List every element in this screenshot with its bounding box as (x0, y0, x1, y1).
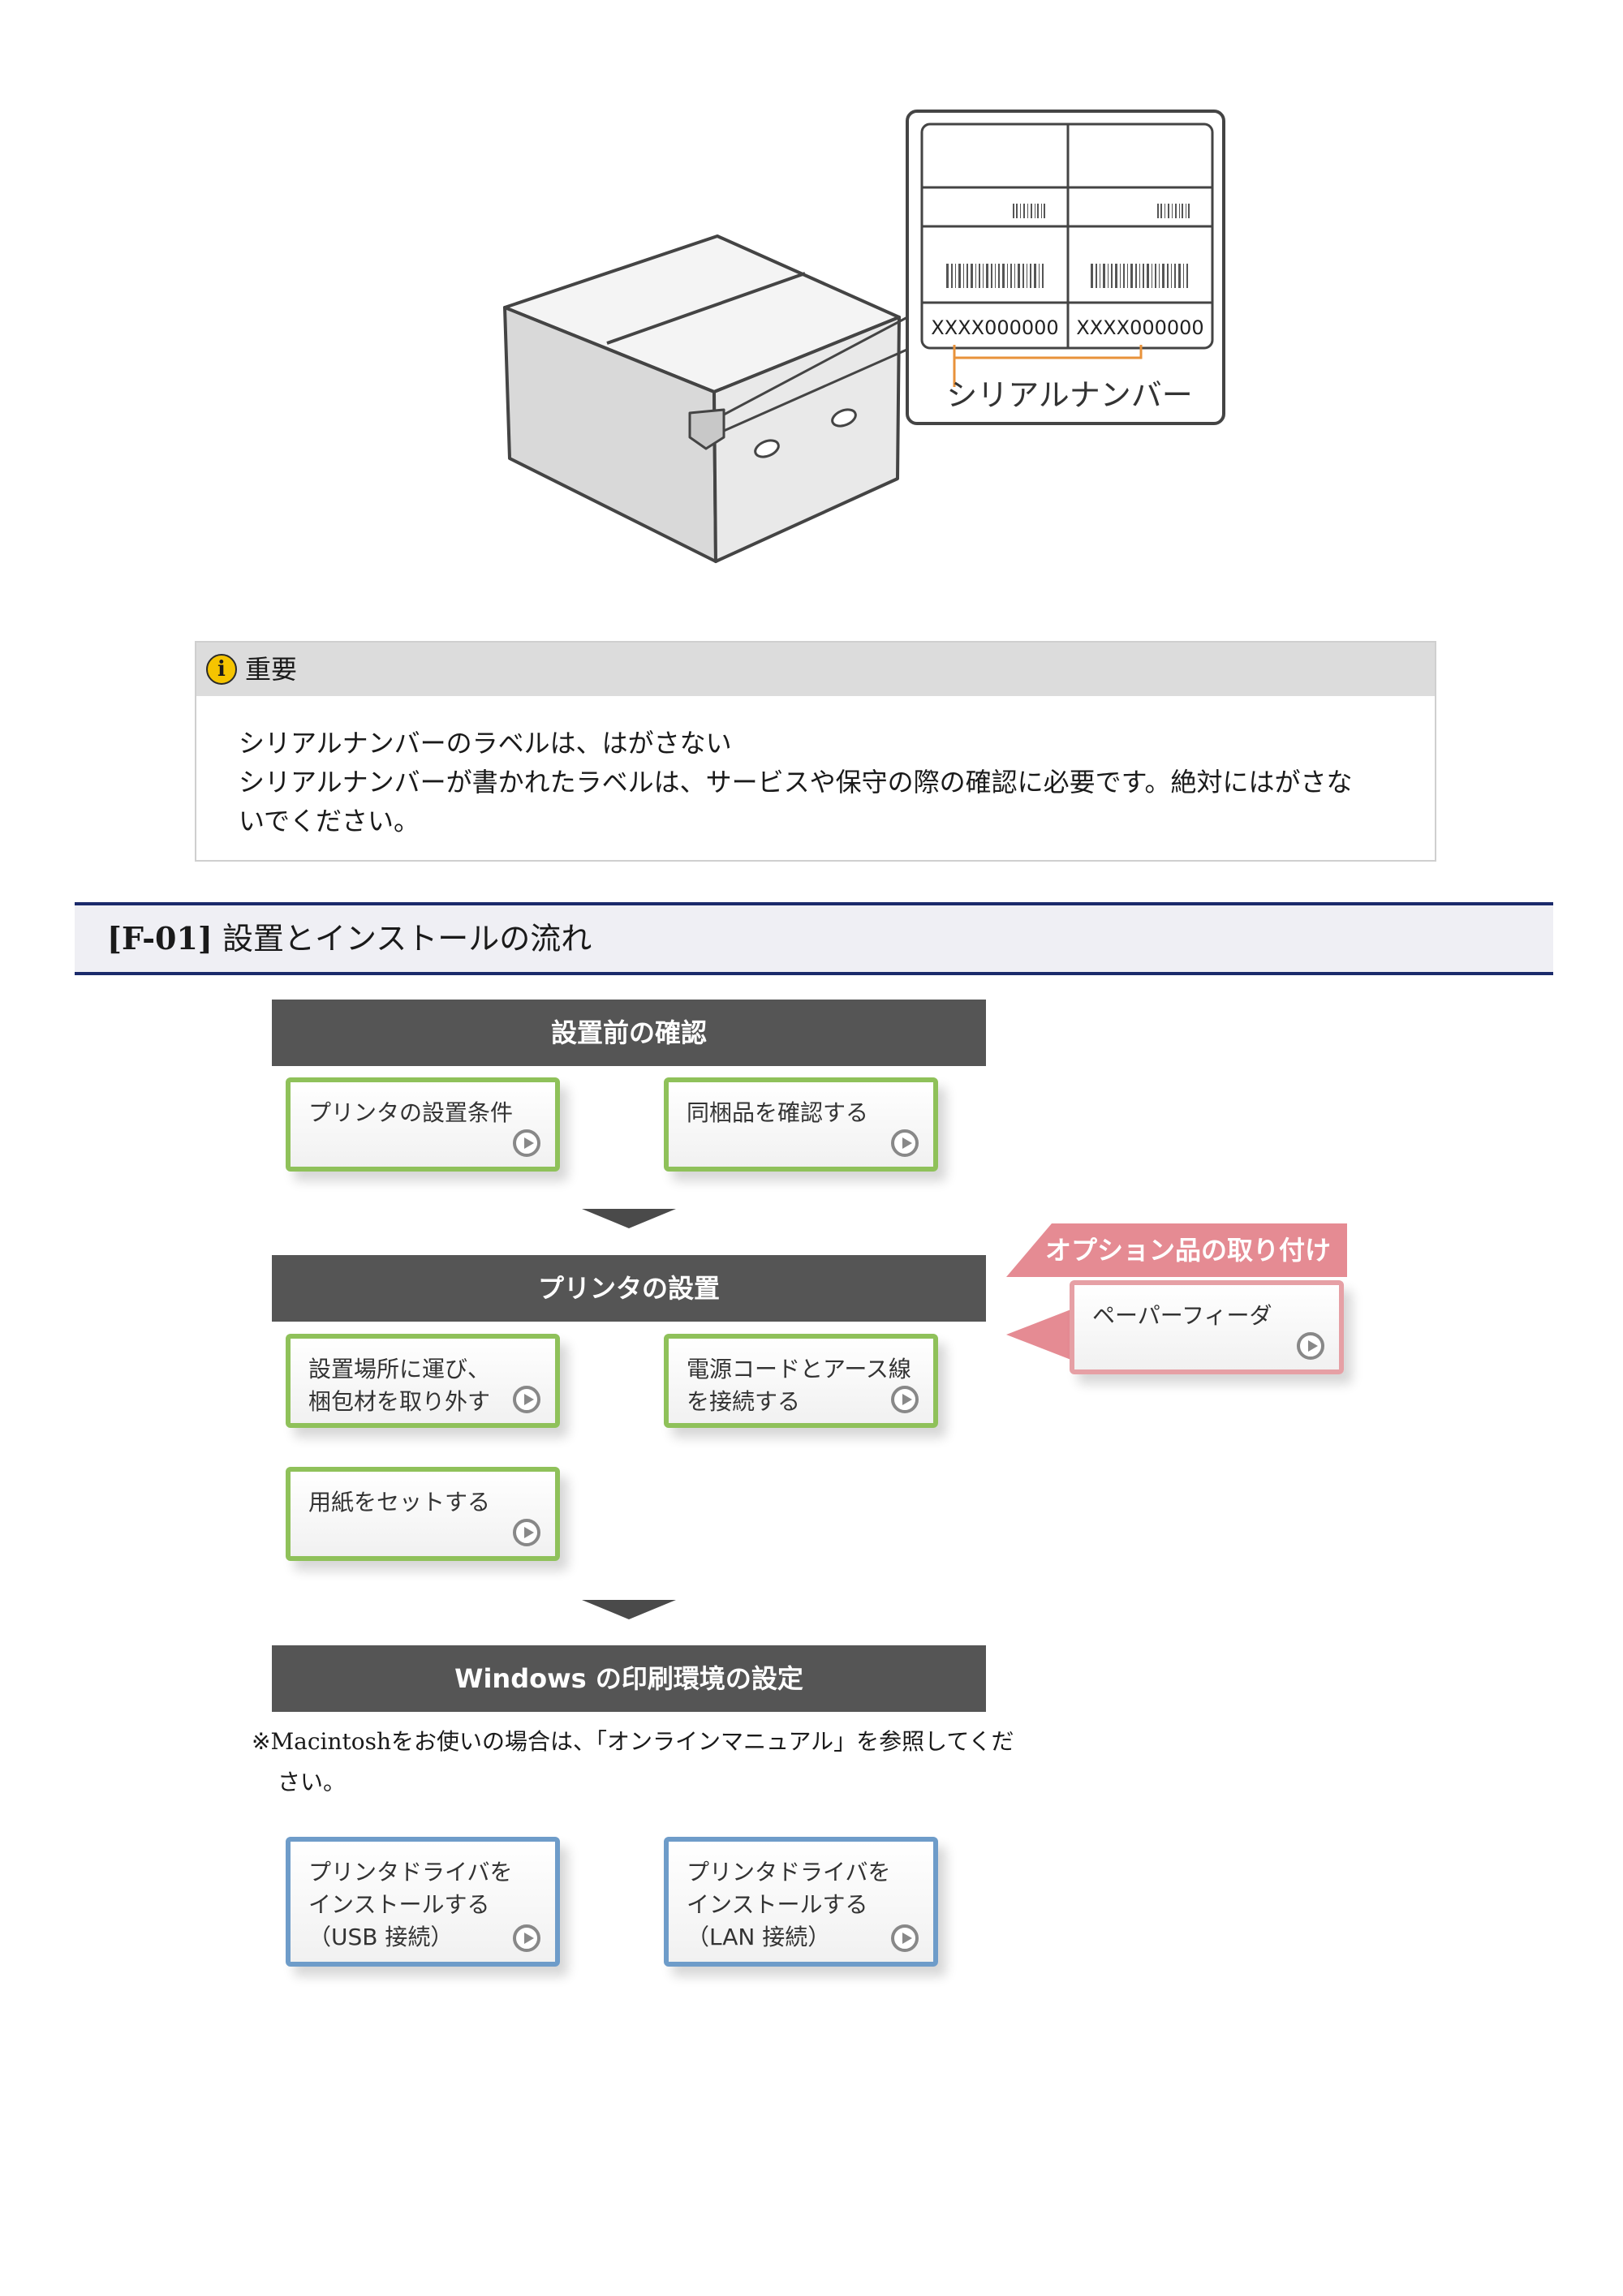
arrow-right-icon (891, 1924, 919, 1952)
barcode-small-left (1013, 204, 1045, 218)
serial-number-caption: シリアルナンバー (946, 377, 1193, 413)
card-install-driver-lan[interactable]: プリンタドライバを インストールする （LAN 接続） (664, 1837, 938, 1967)
barcode-large-left (946, 264, 1044, 288)
arrow-right-icon (1297, 1332, 1324, 1360)
macintosh-note-line: ※Macintoshをお使いの場合は、「オンラインマニュアル」を参照してくだ (252, 1728, 1014, 1755)
barcode-large-right (1091, 264, 1188, 288)
macintosh-note: ※Macintoshをお使いの場合は、「オンラインマニュアル」を参照してくだ さ… (252, 1722, 1014, 1803)
flow-arrow-down-icon (582, 1209, 676, 1228)
card-label: インストールする (308, 1891, 490, 1918)
card-label: ペーパーフィーダ (1092, 1302, 1272, 1329)
section-title: 設置とインストールの流れ (222, 921, 592, 957)
note-title: 重要 (245, 654, 298, 685)
arrow-right-icon (513, 1129, 540, 1157)
note-body-line: いでください。 (239, 806, 420, 836)
serial-label-callout: XXXX000000 XXXX000000 シリアルナンバー (906, 110, 1225, 425)
box-illustration (503, 234, 901, 563)
card-label: 用紙をセットする (308, 1489, 491, 1516)
card-check-contents[interactable]: 同梱品を確認する (664, 1077, 938, 1172)
serial-number-left: XXXX000000 (931, 316, 1058, 339)
card-connect-power[interactable]: 電源コードとアース線 を接続する (664, 1334, 938, 1428)
note-body: シリアルナンバーのラベルは、はがさない シリアルナンバーが書かれたラベルは、サー… (239, 724, 1394, 841)
card-label: 設置場所に運び、 (308, 1356, 491, 1382)
card-label: プリンタの設置条件 (308, 1099, 514, 1126)
section-heading: [F-01] 設置とインストールの流れ (75, 902, 1553, 975)
serial-bracket (953, 345, 1143, 387)
card-label: （LAN 接続） (687, 1924, 831, 1950)
option-tab (1006, 1223, 1347, 1277)
card-label: 電源コードとアース線 (687, 1356, 911, 1382)
flow-arrow-down-icon (582, 1600, 676, 1619)
card-move-unpack[interactable]: 設置場所に運び、 梱包材を取り外す (286, 1334, 560, 1428)
barcode-small-right (1157, 204, 1190, 218)
card-paper-feeder[interactable]: ペーパーフィーダ (1070, 1280, 1344, 1374)
important-note: i 重要 シリアルナンバーのラベルは、はがさない シリアルナンバーが書かれたラベ… (195, 641, 1436, 862)
option-tab-label: オプション品の取り付け (1045, 1235, 1332, 1266)
arrow-right-icon (513, 1519, 540, 1546)
option-pointer (1006, 1306, 1079, 1363)
info-icon: i (206, 654, 237, 685)
card-printer-requirements[interactable]: プリンタの設置条件 (286, 1077, 560, 1172)
card-label: プリンタドライバを (308, 1859, 513, 1885)
callout-lines (723, 314, 911, 432)
card-install-driver-usb[interactable]: プリンタドライバを インストールする （USB 接続） (286, 1837, 560, 1967)
card-label: インストールする (687, 1891, 868, 1918)
arrow-right-icon (891, 1386, 919, 1413)
serial-number-illustration: XXXX000000 XXXX000000 シリアルナンバー (503, 110, 1225, 563)
stage-bar-windows-setup: Windows の印刷環境の設定 (272, 1645, 986, 1712)
note-header: i 重要 (196, 643, 1435, 696)
stage-bar-printer-setup: プリンタの設置 (272, 1255, 986, 1322)
arrow-right-icon (513, 1924, 540, 1952)
note-body-line: シリアルナンバーが書かれたラベルは、サービスや保守の際の確認に必要です。絶対には… (239, 767, 1353, 798)
arrow-right-icon (891, 1129, 919, 1157)
arrow-right-icon (513, 1386, 540, 1413)
card-label: を接続する (687, 1388, 801, 1415)
section-id: [F-01] (107, 920, 213, 957)
serial-number-right: XXXX000000 (1076, 316, 1203, 339)
stage-bar-pre-check: 設置前の確認 (272, 1000, 986, 1066)
card-label: プリンタドライバを (687, 1859, 891, 1885)
card-load-paper[interactable]: 用紙をセットする (286, 1467, 560, 1561)
macintosh-note-line: さい。 (278, 1769, 347, 1795)
note-heading-line: シリアルナンバーのラベルは、はがさない (239, 728, 732, 759)
card-label: 同梱品を確認する (687, 1099, 869, 1126)
card-label: 梱包材を取り外す (308, 1388, 491, 1415)
card-label: （USB 接続） (308, 1924, 454, 1950)
